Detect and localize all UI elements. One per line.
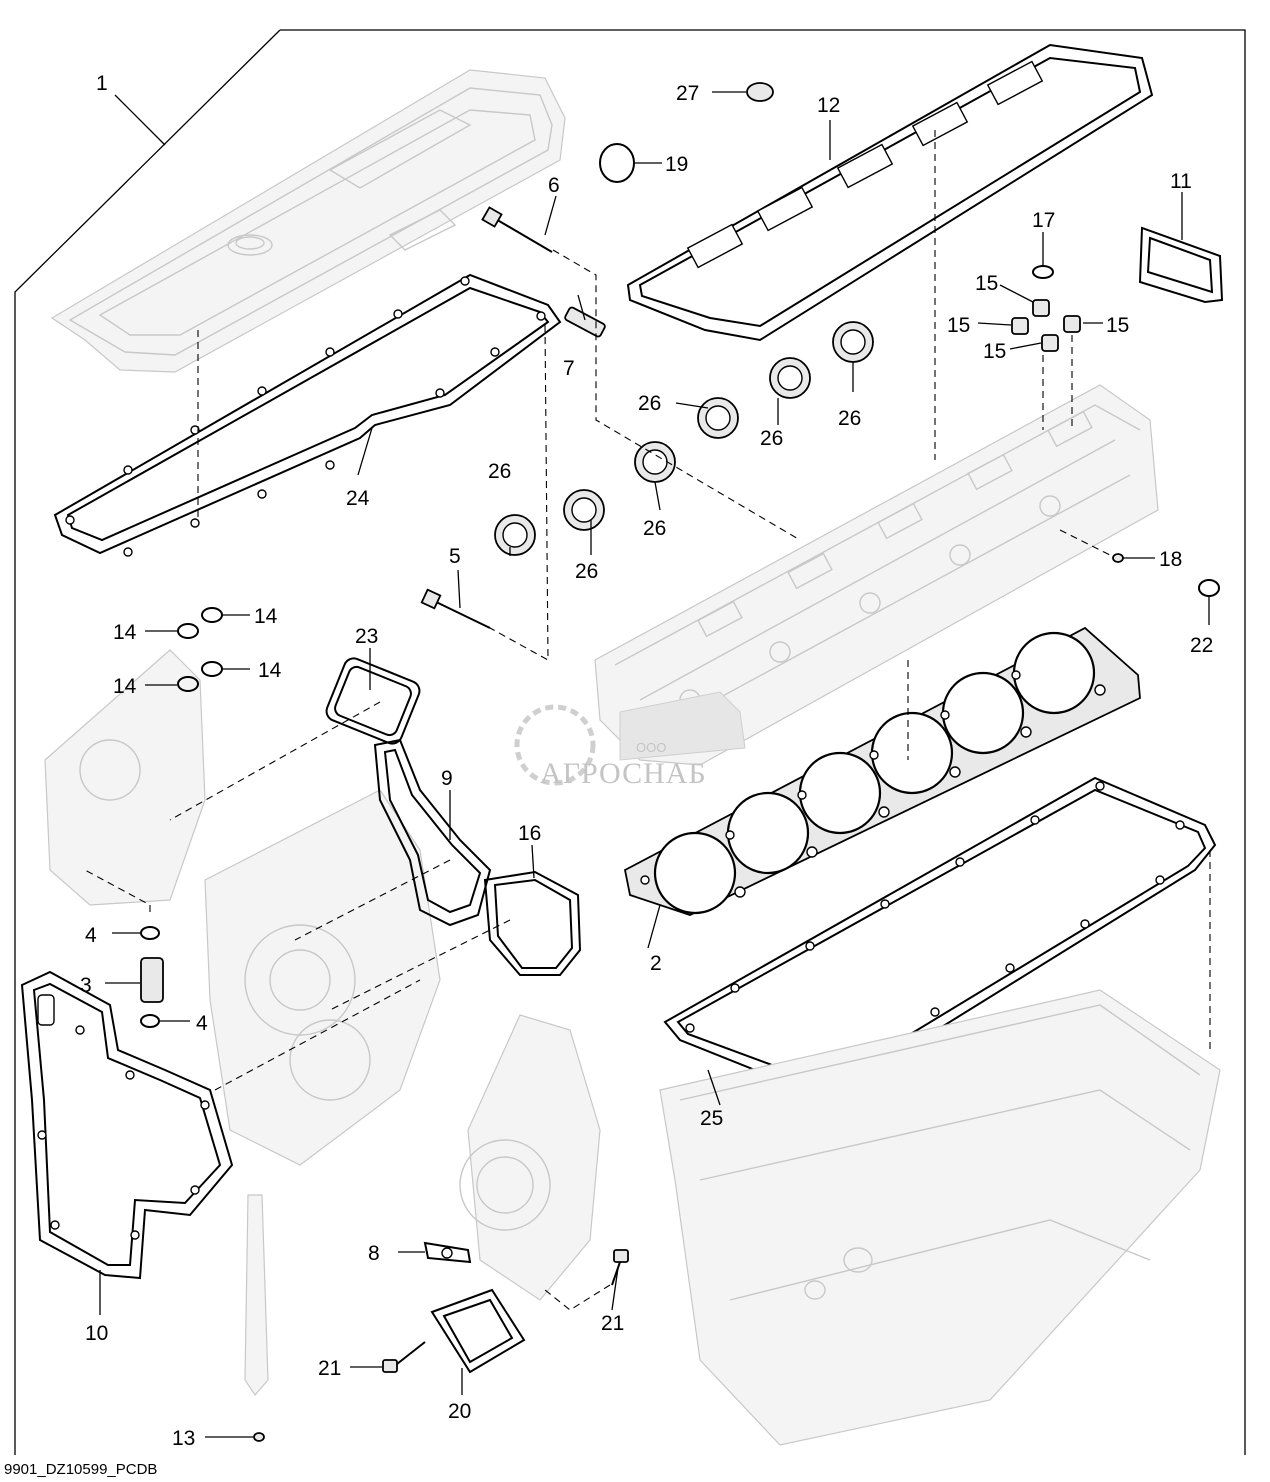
o-ring-4-lower — [140, 1014, 160, 1028]
cylinder-head-ghost — [594, 384, 1159, 766]
callout-15-a: 15 — [975, 272, 998, 295]
callout-22: 22 — [1190, 634, 1213, 657]
kit-bracket — [14, 29, 1246, 1455]
o-ring-19 — [599, 143, 635, 183]
pump-housing-gasket — [373, 738, 492, 927]
injector-ghost — [244, 1194, 269, 1396]
o-ring-4-upper — [140, 926, 160, 940]
callout-16: 16 — [518, 822, 541, 845]
watermark-brand: АГРОСНАБ — [540, 757, 707, 790]
oil-pan-ghost — [659, 989, 1221, 1446]
manifold-gasket-strip — [626, 43, 1154, 342]
callout-26-d: 26 — [638, 392, 661, 415]
callout-5: 5 — [449, 545, 461, 568]
callout-8: 8 — [368, 1242, 380, 1265]
callout-13: 13 — [172, 1427, 195, 1450]
rocker-cover-gasket — [53, 273, 562, 557]
plug-27 — [746, 82, 774, 102]
callout-6: 6 — [548, 174, 560, 197]
callout-15-c: 15 — [1106, 314, 1129, 337]
callout-14-b: 14 — [254, 605, 278, 628]
callout-2: 2 — [650, 952, 662, 975]
watermark: ООО АГРОСНАБ — [514, 691, 746, 790]
callout-14-d: 14 — [258, 659, 282, 682]
watermark-prefix: ООО — [636, 740, 666, 755]
callout-14-c: 14 — [113, 675, 137, 698]
callout-11: 11 — [1170, 170, 1192, 193]
callout-25: 25 — [700, 1107, 723, 1130]
callout-26-f: 26 — [838, 407, 861, 430]
callout-15-b: 15 — [947, 314, 970, 337]
callout-26-c: 26 — [643, 517, 666, 540]
callout-19: 19 — [665, 153, 688, 176]
callout-26-a: 26 — [488, 460, 511, 483]
bolt-21-right — [611, 1249, 629, 1286]
callout-27: 27 — [676, 82, 699, 105]
callout-14-a: 14 — [113, 621, 137, 644]
callout-20: 20 — [448, 1400, 471, 1423]
sleeve-7 — [564, 306, 606, 338]
callout-labels: 1 2 3 4 4 5 6 7 8 9 10 11 12 13 14 14 14… — [80, 72, 1213, 1450]
cylinder-head-gasket — [623, 626, 1141, 916]
flange-gasket — [1138, 226, 1224, 304]
callout-9: 9 — [441, 767, 453, 790]
callout-12: 12 — [817, 94, 840, 117]
leader-lines — [99, 91, 1210, 1438]
water-pump-ghost — [459, 1014, 601, 1301]
callout-3: 3 — [80, 974, 92, 997]
oil-pan-gasket — [663, 776, 1217, 1092]
timing-housing-ghost — [44, 649, 441, 1166]
front-cover-gasket — [20, 970, 234, 1280]
seal-ring-13 — [253, 1432, 265, 1442]
callout-23: 23 — [355, 625, 378, 648]
bolt-6 — [481, 206, 553, 253]
callout-17: 17 — [1032, 209, 1055, 232]
callout-1: 1 — [96, 72, 108, 95]
bolt-5 — [420, 588, 491, 629]
callout-15-d: 15 — [983, 340, 1006, 363]
o-ring-22 — [1198, 579, 1220, 597]
cover-plate-gasket — [483, 870, 582, 976]
small-gasket-8 — [423, 1241, 472, 1264]
callout-21-right: 21 — [601, 1312, 624, 1335]
callout-4-upper: 4 — [85, 924, 97, 947]
washer-17 — [1032, 265, 1054, 279]
sleeve-3 — [140, 957, 164, 1003]
callout-7: 7 — [563, 357, 575, 380]
callout-26-b: 26 — [575, 560, 598, 583]
callout-4-lower: 4 — [196, 1012, 208, 1035]
callout-21-left: 21 — [318, 1357, 341, 1380]
callout-26-e: 26 — [760, 427, 783, 450]
valve-seals-15 — [1011, 299, 1081, 352]
bolt-21-left — [382, 1341, 426, 1373]
figure-code: 9901_DZ10599_PCDB — [4, 1461, 158, 1478]
injector-seals — [494, 321, 874, 556]
callout-24: 24 — [346, 487, 370, 510]
pin-18 — [1112, 553, 1124, 563]
callout-18: 18 — [1159, 548, 1182, 571]
outlet-gasket-20 — [430, 1288, 526, 1374]
valve-cover-ghost — [50, 69, 566, 373]
callout-10: 10 — [85, 1322, 108, 1345]
rect-seal — [325, 657, 421, 745]
